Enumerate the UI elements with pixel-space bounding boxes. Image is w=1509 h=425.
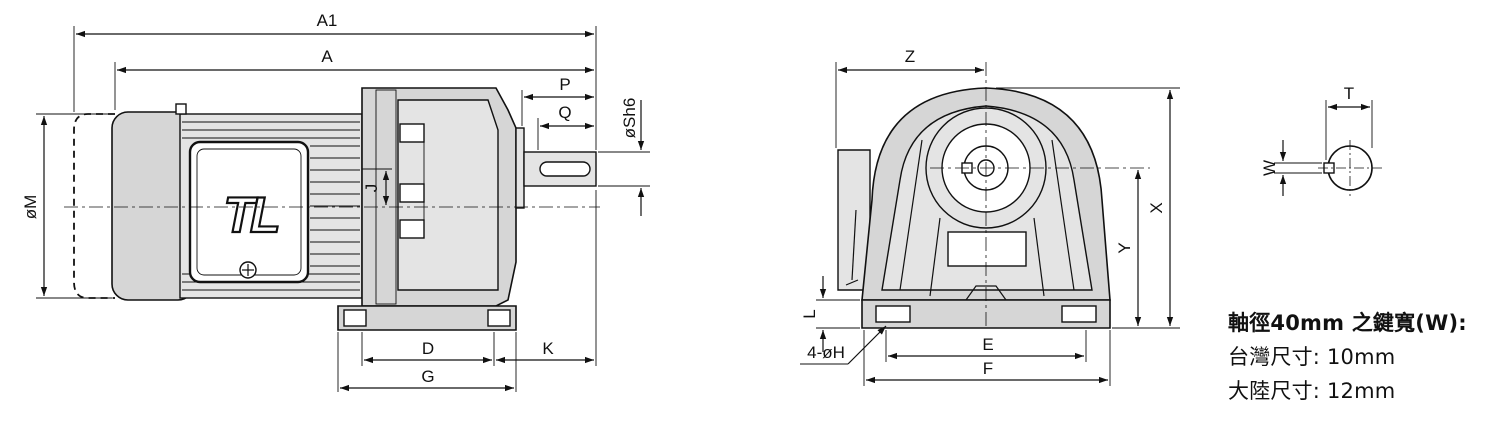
label-Y: Y [1115, 242, 1134, 253]
mounting-foot [337, 305, 517, 331]
label-M: øM [21, 195, 40, 220]
top-screw [175, 103, 187, 115]
note-china: 大陸尺寸: 12mm [1228, 379, 1396, 403]
side-view: TL [64, 87, 600, 331]
name-plate [188, 140, 310, 284]
label-Z: Z [905, 47, 915, 66]
label-X: X [1147, 202, 1166, 213]
label-A: A [321, 47, 333, 66]
label-D: D [422, 339, 434, 358]
key-width-notes: 軸徑40mm 之鍵寬(W): 台灣尺寸: 10mm 大陸尺寸: 12mm [1228, 306, 1509, 408]
side-view-dimensions: A1 A P Q øSh6 øM J D K G [21, 11, 650, 392]
label-J: J [362, 184, 381, 193]
optional-brake-outline [73, 113, 115, 299]
output-flange [515, 127, 525, 209]
label-F: F [983, 359, 993, 378]
brand-logo: TL [223, 187, 278, 243]
ground-symbol [239, 261, 257, 279]
label-H: 4-øH [807, 343, 845, 362]
label-W: W [1260, 160, 1279, 176]
label-A1: A1 [317, 11, 338, 30]
label-T: T [1344, 84, 1354, 103]
label-P: P [559, 75, 570, 94]
front-view [837, 62, 1150, 330]
note-taiwan: 台灣尺寸: 10mm [1228, 345, 1396, 369]
label-G: G [421, 367, 434, 386]
front-view-dimensions: Z X Y L 4-øH E F [800, 47, 1180, 386]
label-L: L [800, 309, 819, 318]
note-title: 軸徑40mm 之鍵寬(W): [1228, 311, 1467, 335]
shaft-key-detail: T W [1260, 84, 1382, 196]
label-Q: Q [558, 103, 571, 122]
label-K: K [542, 339, 554, 358]
label-E: E [982, 335, 993, 354]
label-Sh6: øSh6 [620, 98, 639, 139]
